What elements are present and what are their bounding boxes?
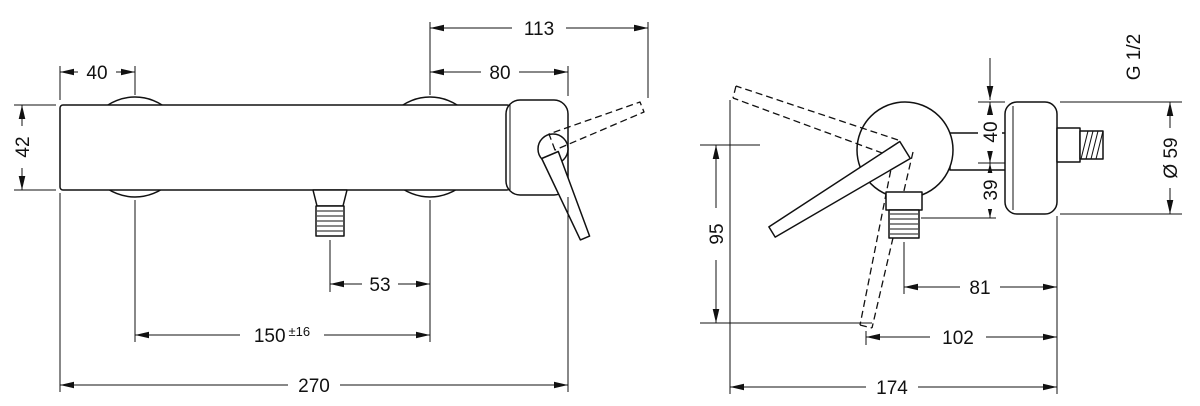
supply-nipple — [1056, 127, 1104, 163]
dim-front-270-label: 270 — [298, 376, 330, 397]
dim-front-42: 42 — [10, 104, 56, 191]
outlet-side — [885, 191, 923, 239]
dim-front-80: 80 — [429, 22, 569, 96]
dim-front-80-label: 80 — [489, 63, 510, 84]
handle-dashed-down — [859, 148, 914, 329]
dim-side-174: 174 — [729, 100, 1057, 399]
handle-dashed-up — [732, 85, 899, 158]
dim-front-42-label: 42 — [13, 136, 34, 157]
dim-side-102-label: 102 — [942, 328, 974, 349]
dim-front-150-label: 150±16 — [254, 324, 310, 347]
front-view: 40 80 113 42 — [10, 18, 649, 397]
dim-front-113: 113 — [430, 18, 649, 98]
dim-side-81-label: 81 — [969, 278, 990, 299]
dim-front-53: 53 — [329, 200, 431, 342]
dim-front-270: 270 — [59, 193, 569, 397]
thread-size-label: G 1/2 — [1124, 34, 1145, 80]
dim-side-59-label: Ø 59 — [1161, 137, 1182, 178]
dim-side-39-label: 39 — [981, 179, 1002, 200]
dim-front-40: 40 — [59, 62, 136, 100]
dim-side-40-39: 40 39 — [921, 58, 1005, 219]
dim-front-53-label: 53 — [369, 275, 390, 296]
dim-side-95-label: 95 — [707, 223, 728, 244]
dim-front-150: 150±16 — [134, 200, 430, 347]
dim-side-95: 95 — [700, 144, 872, 324]
dim-side-81: 81 — [903, 216, 1058, 394]
dim-side-40-label: 40 — [981, 121, 1002, 142]
mixer-body-front — [59, 104, 511, 191]
dim-front-113-label: 113 — [524, 19, 554, 40]
dim-front-40-label: 40 — [86, 63, 107, 84]
dim-side-59: Ø 59 — [1060, 101, 1182, 215]
side-view: 95 40 39 G 1/2 Ø 59 — [700, 34, 1182, 399]
handle-solid-side — [768, 140, 912, 238]
outlet-front — [312, 189, 348, 237]
handle-dashed-front — [548, 101, 645, 151]
dim-side-174-label: 174 — [876, 378, 908, 399]
dim-side-102: 102 — [865, 327, 1057, 349]
